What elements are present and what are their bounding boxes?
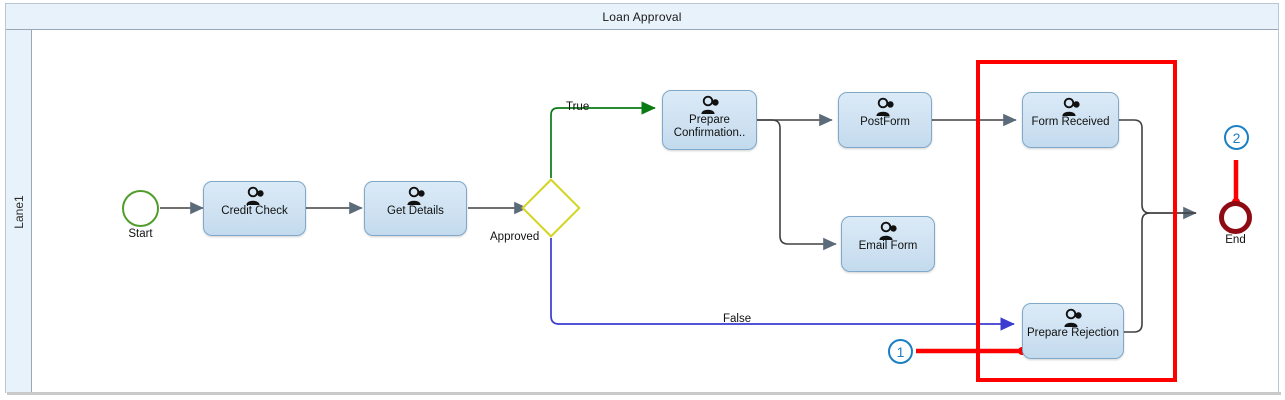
pool-header: Loan Approval [6,4,1278,30]
task-label: Form Received [1031,116,1110,128]
task-credit-check[interactable]: Credit Check [203,181,306,236]
user-task-icon [877,221,899,241]
task-label: Email Form [858,240,918,252]
user-task-icon [244,186,266,206]
end-event-label: End [1225,234,1246,246]
user-task-icon [1062,308,1084,328]
lane-label: Lane1 [11,194,26,229]
callout-label: 1 [896,343,905,360]
gateway-label: Approved [490,231,540,243]
user-task-icon [405,186,427,206]
task-postform[interactable]: PostForm [838,92,932,148]
task-prepare-confirmation[interactable]: Prepare Confirmation.. [662,90,757,150]
task-email-form[interactable]: Email Form [841,216,935,272]
user-task-icon [699,95,721,115]
task-label: Get Details [387,205,444,217]
highlight-region-box [976,60,1177,382]
pool-title: Loan Approval [602,9,682,24]
user-task-icon [1060,97,1082,117]
callout-marker-1: 1 [888,339,913,364]
start-event[interactable] [122,190,159,227]
pool-shadow [7,392,1281,395]
task-label: Prepare Confirmation.. [673,114,746,139]
lane-header: Lane1 [6,30,32,393]
task-label: Credit Check [221,205,288,217]
task-prepare-rejection[interactable]: Prepare Rejection [1022,303,1124,359]
end-event[interactable] [1219,201,1252,234]
flow-label-false: False [723,313,752,325]
task-get-details[interactable]: Get Details [364,181,467,236]
callout-label: 2 [1232,129,1241,146]
user-task-icon [874,97,896,117]
start-event-label: Start [128,228,153,240]
callout-marker-2: 2 [1224,125,1249,150]
task-label: Prepare Rejection [1026,327,1120,339]
task-label: PostForm [860,116,910,128]
task-form-received[interactable]: Form Received [1022,92,1119,148]
flow-label-true: True [566,101,590,113]
